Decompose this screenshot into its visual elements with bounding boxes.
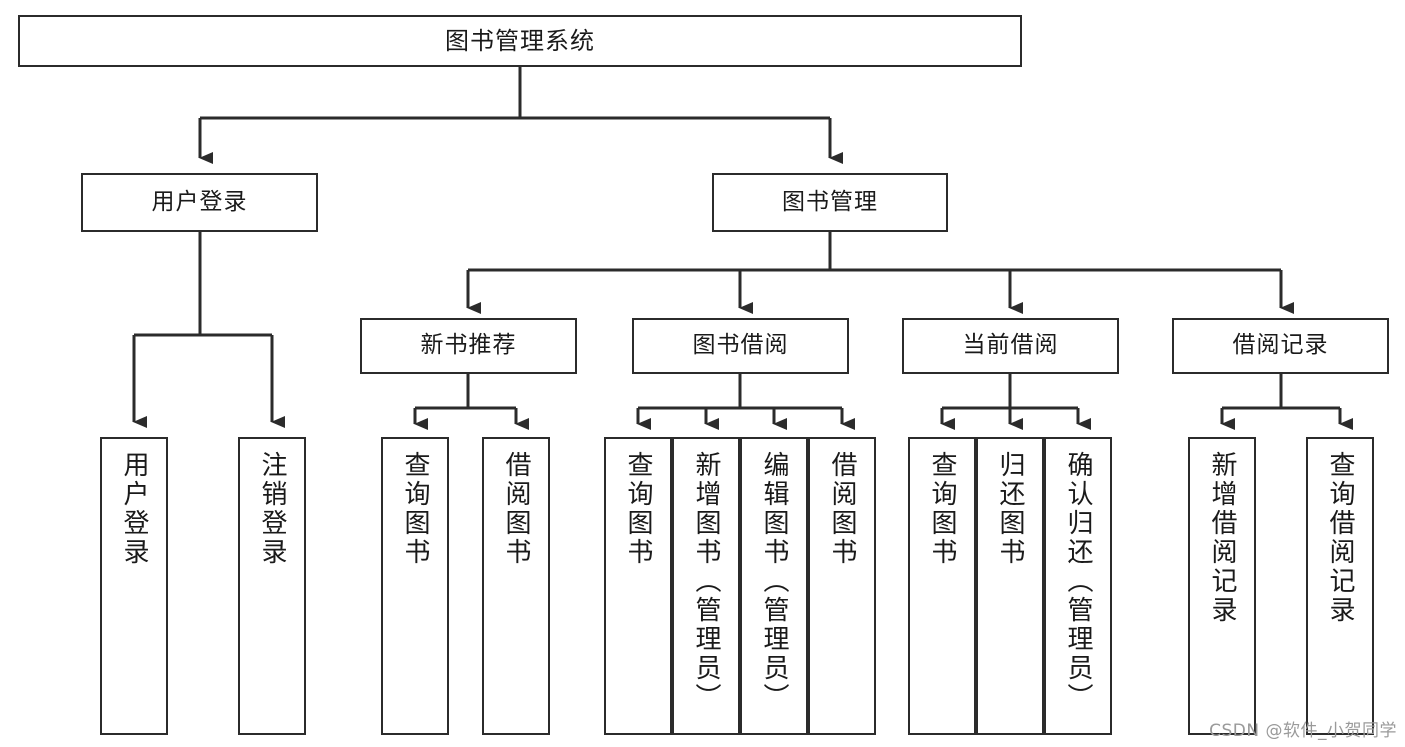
node-leaf-user-login-label: 用户登录 bbox=[119, 451, 149, 567]
node-user-login[interactable]: 用户登录 bbox=[81, 173, 318, 232]
node-leaf-add-book[interactable]: 新增图书（管理员） bbox=[672, 437, 740, 735]
node-leaf-confirm-return[interactable]: 确认归还（管理员） bbox=[1044, 437, 1112, 735]
node-leaf-borrow-book-1[interactable]: 借阅图书 bbox=[482, 437, 550, 735]
node-borrow-record-label: 借阅记录 bbox=[1232, 332, 1329, 359]
node-current-borrow[interactable]: 当前借阅 bbox=[902, 318, 1119, 374]
node-book-borrow-label: 图书借阅 bbox=[692, 332, 789, 359]
watermark-text: CSDN @软件_小贺同学 bbox=[1209, 721, 1397, 741]
node-leaf-confirm-return-label: 确认归还（管理员） bbox=[1063, 451, 1093, 712]
node-root-label: 图书管理系统 bbox=[445, 26, 595, 55]
node-user-login-label: 用户登录 bbox=[151, 188, 248, 215]
node-leaf-edit-book-label: 编辑图书（管理员） bbox=[759, 451, 789, 712]
node-leaf-query-book-1[interactable]: 查询图书 bbox=[381, 437, 449, 735]
node-root[interactable]: 图书管理系统 bbox=[18, 15, 1022, 67]
node-borrow-record[interactable]: 借阅记录 bbox=[1172, 318, 1389, 374]
node-leaf-query-book-3[interactable]: 查询图书 bbox=[908, 437, 976, 735]
node-leaf-add-book-label: 新增图书（管理员） bbox=[691, 451, 721, 712]
node-leaf-edit-book[interactable]: 编辑图书（管理员） bbox=[740, 437, 808, 735]
node-new-book-recommend-label: 新书推荐 bbox=[420, 332, 517, 359]
node-leaf-return-book[interactable]: 归还图书 bbox=[976, 437, 1044, 735]
node-book-management-label: 图书管理 bbox=[782, 188, 878, 215]
node-leaf-query-record-label: 查询借阅记录 bbox=[1325, 451, 1355, 625]
node-leaf-add-record[interactable]: 新增借阅记录 bbox=[1188, 437, 1256, 735]
node-leaf-query-book-3-label: 查询图书 bbox=[927, 451, 957, 567]
node-leaf-borrow-book-1-label: 借阅图书 bbox=[501, 451, 531, 567]
node-new-book-recommend[interactable]: 新书推荐 bbox=[360, 318, 577, 374]
node-leaf-query-record[interactable]: 查询借阅记录 bbox=[1306, 437, 1374, 735]
node-current-borrow-label: 当前借阅 bbox=[962, 332, 1059, 359]
node-leaf-add-record-label: 新增借阅记录 bbox=[1207, 451, 1237, 625]
node-leaf-query-book-2[interactable]: 查询图书 bbox=[604, 437, 672, 735]
node-book-management[interactable]: 图书管理 bbox=[712, 173, 948, 232]
node-leaf-borrow-book-2[interactable]: 借阅图书 bbox=[808, 437, 876, 735]
node-leaf-query-book-1-label: 查询图书 bbox=[400, 451, 430, 567]
node-leaf-logout-login-label: 注销登录 bbox=[257, 451, 287, 567]
node-leaf-return-book-label: 归还图书 bbox=[995, 451, 1025, 567]
node-leaf-query-book-2-label: 查询图书 bbox=[623, 451, 653, 567]
node-leaf-borrow-book-2-label: 借阅图书 bbox=[827, 451, 857, 567]
node-book-borrow[interactable]: 图书借阅 bbox=[632, 318, 849, 374]
node-leaf-user-login[interactable]: 用户登录 bbox=[100, 437, 168, 735]
node-leaf-logout-login[interactable]: 注销登录 bbox=[238, 437, 306, 735]
